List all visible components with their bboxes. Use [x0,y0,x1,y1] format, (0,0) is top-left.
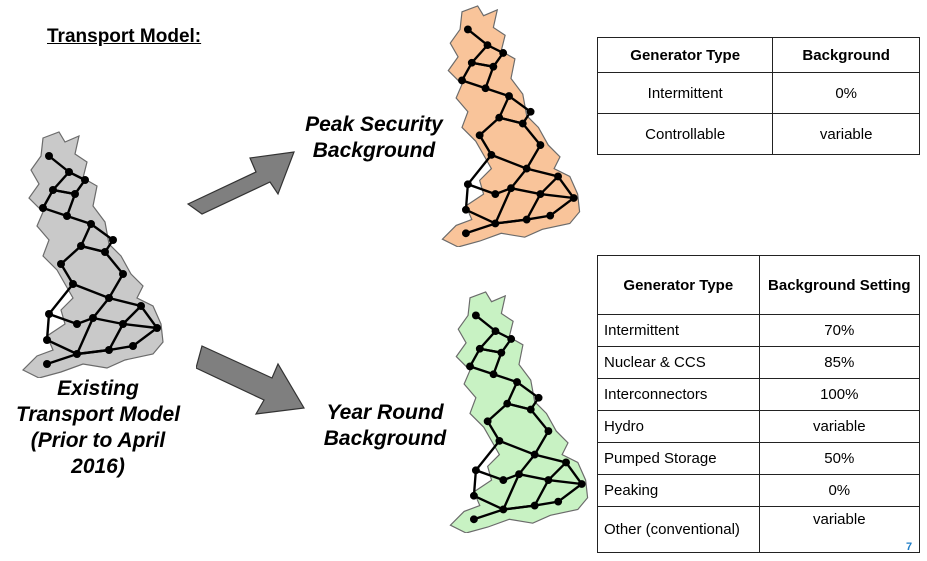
table-row: Other (conventional) variable [597,506,921,553]
right-arrow-icon [186,151,295,215]
peak-security-caption: Peak Security Background [305,113,443,162]
table-row: Controllable variable [596,113,920,155]
page-number: 7 [906,541,913,553]
generator-type-cell: Other (conventional) [597,506,760,553]
year-round-network-map [449,291,589,533]
background-value-cell: 50% [758,442,921,475]
background-value-cell: variable [758,410,921,443]
generator-type-cell: Pumped Storage [597,442,760,475]
background-setting-header: Background Setting [758,255,921,315]
generator-type-cell: Intermittent [596,72,774,114]
table-row: Peaking 0% [597,474,921,507]
table-header-row: Generator Type Background Setting [597,255,921,315]
generator-type-cell: Hydro [597,410,760,443]
year-round-background-table: Generator Type Background Setting Interm… [597,255,921,553]
background-value-cell: 0% [772,72,920,114]
table-row: Interconnectors 100% [597,378,921,411]
background-value-cell: 70% [758,314,921,347]
background-value-cell: 85% [758,346,921,379]
table-header-row: Generator Type Background [596,37,920,73]
background-value-cell: 0% [758,474,921,507]
existing-model-caption: Existing Transport Model (Prior to April… [15,377,181,478]
table-row: Pumped Storage 50% [597,442,921,475]
generator-type-cell: Intermittent [597,314,760,347]
table-row: Nuclear & CCS 85% [597,346,921,379]
existing-network-map [21,131,164,378]
generator-type-cell: Controllable [596,113,774,155]
table-row: Intermittent 0% [596,72,920,114]
generator-type-cell: Interconnectors [597,378,760,411]
peak-background-table: Generator Type Background Intermittent 0… [596,37,920,155]
generator-type-header: Generator Type [597,255,760,315]
generator-type-header: Generator Type [596,37,774,73]
peak-network-map [441,5,581,247]
background-value-cell: variable [758,506,921,553]
background-value-cell: variable [772,113,920,155]
diagram-title: Transport Model: [47,26,202,47]
year-round-caption: Year Round Background [323,401,447,450]
background-header: Background [772,37,920,73]
background-value-cell: 100% [758,378,921,411]
generator-type-cell: Nuclear & CCS [597,346,760,379]
right-arrow-icon [196,345,305,415]
generator-type-cell: Peaking [597,474,760,507]
table-row: Intermittent 70% [597,314,921,347]
table-row: Hydro variable [597,410,921,443]
